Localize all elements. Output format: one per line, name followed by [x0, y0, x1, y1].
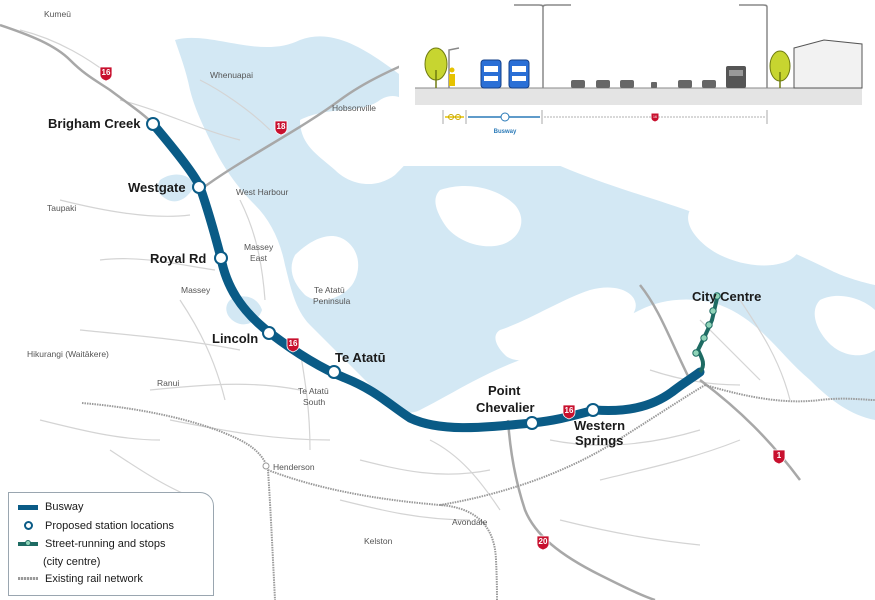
car-icon — [571, 80, 716, 88]
bus-icon — [480, 59, 530, 89]
busway-dimension-label: Busway — [494, 129, 517, 135]
shield-icon: 16 — [99, 66, 113, 82]
cross-section-drawing: Busway 16 — [415, 4, 863, 135]
station-label: Chevalier — [476, 400, 535, 415]
street-stop — [705, 321, 713, 329]
tree-icon — [424, 47, 448, 88]
henderson-station-marker — [262, 462, 270, 470]
station-label: Royal Rd — [150, 251, 206, 266]
dimension-lines — [442, 110, 768, 124]
station-label: Lincoln — [212, 331, 258, 346]
legend-label: Street-running and stops — [45, 538, 166, 551]
street-stop — [713, 292, 721, 300]
svg-text:16: 16 — [102, 68, 111, 77]
street-stop — [692, 349, 700, 357]
station-point-chevalier[interactable] — [525, 416, 539, 430]
station-te-atatu[interactable] — [327, 365, 341, 379]
suburb-label: Avondale — [452, 517, 488, 527]
building-icon — [793, 39, 863, 89]
street-running-swatch — [17, 538, 39, 550]
street-stop — [700, 334, 708, 342]
legend-label: Busway — [45, 501, 84, 514]
suburb-label: Ranui — [157, 378, 179, 388]
suburb-label: West Harbour — [236, 187, 288, 197]
tree-icon — [769, 50, 791, 88]
rail-network — [81, 384, 875, 600]
station-swatch — [17, 520, 39, 532]
shield-icon: 16 — [562, 404, 576, 420]
suburb-label: Henderson — [273, 462, 315, 472]
truck-icon — [726, 66, 746, 88]
cycle-icon — [448, 114, 461, 120]
legend-label: (city centre) — [43, 555, 101, 568]
suburb-label: Whenuapai — [210, 70, 253, 80]
suburb-label: South — [303, 397, 325, 407]
suburb-label: Hobsonville — [332, 103, 376, 113]
street-running-line — [692, 292, 721, 374]
station-label: Westgate — [128, 180, 186, 195]
shield-icon: 20 — [536, 535, 550, 551]
legend-label: Proposed station locations — [45, 519, 175, 532]
svg-text:16: 16 — [565, 406, 574, 415]
legend-item-street-running-note: (city centre) — [17, 554, 205, 570]
shield-icon: 16 — [286, 337, 300, 353]
street-stop — [709, 307, 717, 315]
legend-item-street-running: Street-running and stops — [17, 535, 205, 554]
busway-swatch — [17, 501, 39, 513]
station-label: Brigham Creek — [48, 116, 141, 131]
station-westgate[interactable] — [192, 180, 206, 194]
station-western-springs[interactable] — [586, 403, 600, 417]
suburb-label: Hikurangi (Waitākere) — [27, 349, 109, 359]
shield-icon: 16 — [651, 113, 659, 122]
cross-section-inset: Busway 16 — [399, 0, 875, 166]
map-legend: Busway Proposed station locations Street… — [8, 492, 214, 596]
cycle-icon — [449, 67, 455, 86]
suburb-label: Kelston — [364, 536, 393, 546]
bus-icon — [500, 112, 510, 122]
suburb-label: Kumeū — [44, 9, 71, 19]
legend-item-stations: Proposed station locations — [17, 517, 205, 536]
svg-text:18: 18 — [277, 122, 286, 131]
shield-icon: 1 — [772, 449, 786, 465]
suburb-labels: Kumeū Whenuapai Hobsonville West Harbour… — [27, 9, 488, 546]
suburb-label: Te Atatū — [298, 386, 329, 396]
station-label: Springs — [575, 433, 623, 448]
legend-label: Existing rail network — [45, 572, 143, 585]
ground-level — [415, 88, 862, 105]
station-brigham-creek[interactable] — [146, 117, 160, 131]
legend-item-busway: Busway — [17, 498, 205, 517]
suburb-label: Massey — [181, 285, 211, 295]
busway-line — [148, 119, 705, 433]
station-lincoln[interactable] — [262, 326, 276, 340]
svg-text:16: 16 — [653, 115, 657, 119]
station-royal-rd[interactable] — [214, 251, 228, 265]
harbour-water — [157, 36, 875, 420]
station-label: City Centre — [692, 289, 761, 304]
suburb-label: East — [250, 253, 268, 263]
suburb-label: Peninsula — [313, 296, 351, 306]
station-label: Te Atatū — [335, 350, 386, 365]
stations — [146, 117, 600, 430]
station-labels: Brigham Creek Westgate Royal Rd Lincoln … — [48, 116, 761, 448]
suburb-label: Te Atatū — [314, 285, 345, 295]
station-label: Point — [488, 383, 521, 398]
rail-swatch — [17, 573, 39, 585]
suburb-label: Massey — [244, 242, 274, 252]
legend-item-rail: Existing rail network — [17, 570, 205, 589]
svg-text:20: 20 — [539, 537, 548, 546]
svg-text:16: 16 — [289, 339, 298, 348]
suburb-label: Taupaki — [47, 203, 76, 213]
svg-text:1: 1 — [777, 451, 782, 460]
shield-icon: 18 — [274, 120, 288, 136]
motorway-shields: 16 18 16 16 1 20 — [99, 66, 786, 551]
station-label: Western — [574, 418, 625, 433]
